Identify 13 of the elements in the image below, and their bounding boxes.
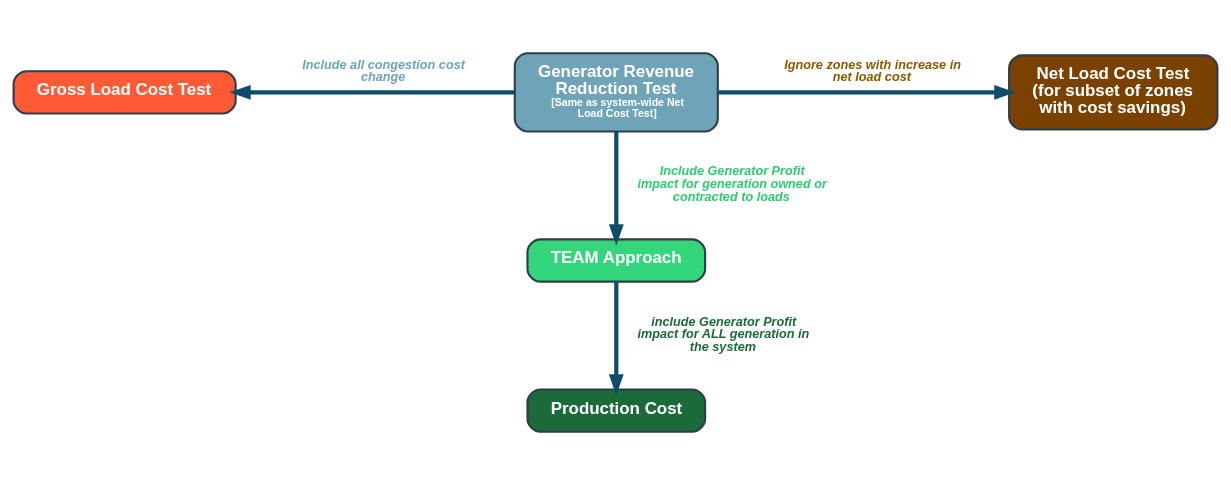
- node-box: Gross Load Cost Test: [12, 70, 237, 115]
- edge-label: Ignore zones with increase in net load cost: [784, 57, 961, 85]
- node-box: Net Load Cost Test (for subset of zones with cost savings): [1008, 54, 1219, 131]
- arrow: [229, 84, 515, 100]
- node-box: TEAM Approach: [526, 238, 707, 283]
- node-box: Generator Revenue Reduction Test [Same as system-wide Net Load Cost Test]: [513, 52, 719, 133]
- arrow: [718, 84, 1016, 100]
- edge-label: include Generator Profit impact for ALL generation in the system: [637, 314, 810, 354]
- arrow: [608, 131, 624, 246]
- arrow: [608, 281, 624, 396]
- edge-label: Include all congestion cost change: [302, 57, 465, 85]
- node-box: Production Cost: [526, 388, 707, 433]
- edge-label: Include Generator Profit impact for generation owned or contracted to loads: [637, 164, 827, 204]
